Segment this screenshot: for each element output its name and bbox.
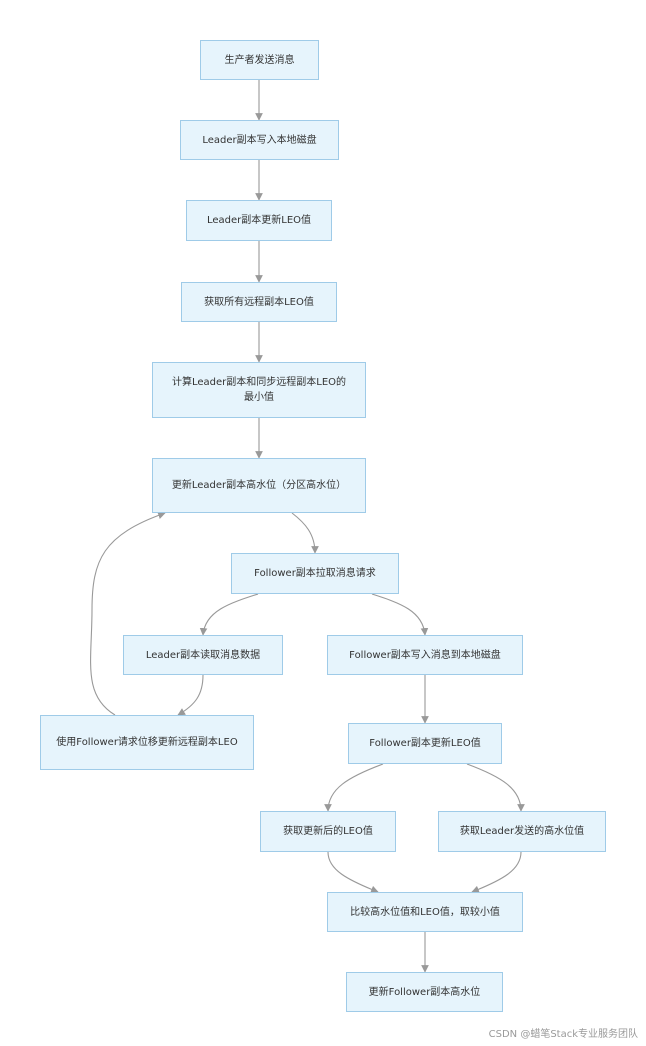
node-update-leader-hw-label: 更新Leader副本高水位（分区高水位） (171, 480, 347, 491)
node-follower-update-leo: Follower副本更新LEO值 (348, 723, 502, 764)
node-follower-write-disk: Follower副本写入消息到本地磁盘 (327, 635, 523, 675)
node-leader-write-disk-label: Leader副本写入本地磁盘 (202, 134, 317, 146)
node-compare-min-label: 比较高水位值和LEO值，取较小值 (350, 906, 500, 918)
node-get-updated-leo: 获取更新后的LEO值 (260, 811, 396, 852)
node-leader-update-leo: Leader副本更新LEO值 (186, 200, 332, 241)
edge-leader-read-data-to-update-remote-leo (177, 674, 204, 716)
edge-follower-update-leo-to-get-updated-leo (324, 763, 384, 812)
node-follower-write-disk-label: Follower副本写入消息到本地磁盘 (349, 649, 501, 661)
node-get-updated-leo-label: 获取更新后的LEO值 (283, 826, 373, 837)
edge-get-updated-leo-to-compare-min (327, 851, 379, 894)
node-leader-write-disk: Leader副本写入本地磁盘 (180, 120, 339, 160)
node-producer-send: 生产者发送消息 (200, 40, 319, 80)
node-update-remote-leo-label: 使用Follower请求位移更新远程副本LEO (56, 737, 238, 748)
node-fetch-remote-leo: 获取所有远程副本LEO值 (181, 282, 337, 322)
node-fetch-remote-leo-label: 获取所有远程副本LEO值 (204, 296, 314, 308)
edge-update-leader-hw-to-follower-fetch (291, 512, 319, 554)
node-get-leader-hw: 获取Leader发送的高水位值 (438, 811, 606, 852)
node-producer-send-label: 生产者发送消息 (224, 54, 295, 66)
node-compute-min-leo-label: 计算Leader副本和同步远程副本LEO的最小值 (171, 377, 347, 403)
edge-get-leader-hw-to-compare-min (471, 851, 522, 894)
edge-follower-update-leo-to-get-leader-hw (466, 763, 525, 812)
node-follower-update-leo-label: Follower副本更新LEO值 (369, 738, 481, 749)
edge-follower-fetch-to-follower-write-disk (371, 593, 429, 636)
node-update-remote-leo: 使用Follower请求位移更新远程副本LEO (40, 715, 254, 770)
node-update-leader-hw: 更新Leader副本高水位（分区高水位） (152, 458, 366, 513)
node-update-follower-hw: 更新Follower副本高水位 (346, 972, 503, 1012)
node-follower-fetch: Follower副本拉取消息请求 (231, 553, 399, 594)
node-leader-read-data: Leader副本读取消息数据 (123, 635, 283, 675)
node-follower-fetch-label: Follower副本拉取消息请求 (254, 568, 376, 579)
node-get-leader-hw-label: 获取Leader发送的高水位值 (459, 826, 585, 837)
node-leader-update-leo-label: Leader副本更新LEO值 (206, 215, 312, 226)
edge-update-remote-leo-to-update-leader-hw (90, 511, 166, 716)
node-compare-min: 比较高水位值和LEO值，取较小值 (327, 892, 523, 932)
edge-follower-fetch-to-leader-read-data (199, 593, 259, 636)
watermark: CSDN @蜡笔Stack专业服务团队 (488, 1029, 638, 1040)
node-compute-min-leo: 计算Leader副本和同步远程副本LEO的最小值 (152, 362, 366, 418)
node-update-follower-hw-label: 更新Follower副本高水位 (368, 986, 481, 998)
node-leader-read-data-label: Leader副本读取消息数据 (145, 649, 261, 661)
